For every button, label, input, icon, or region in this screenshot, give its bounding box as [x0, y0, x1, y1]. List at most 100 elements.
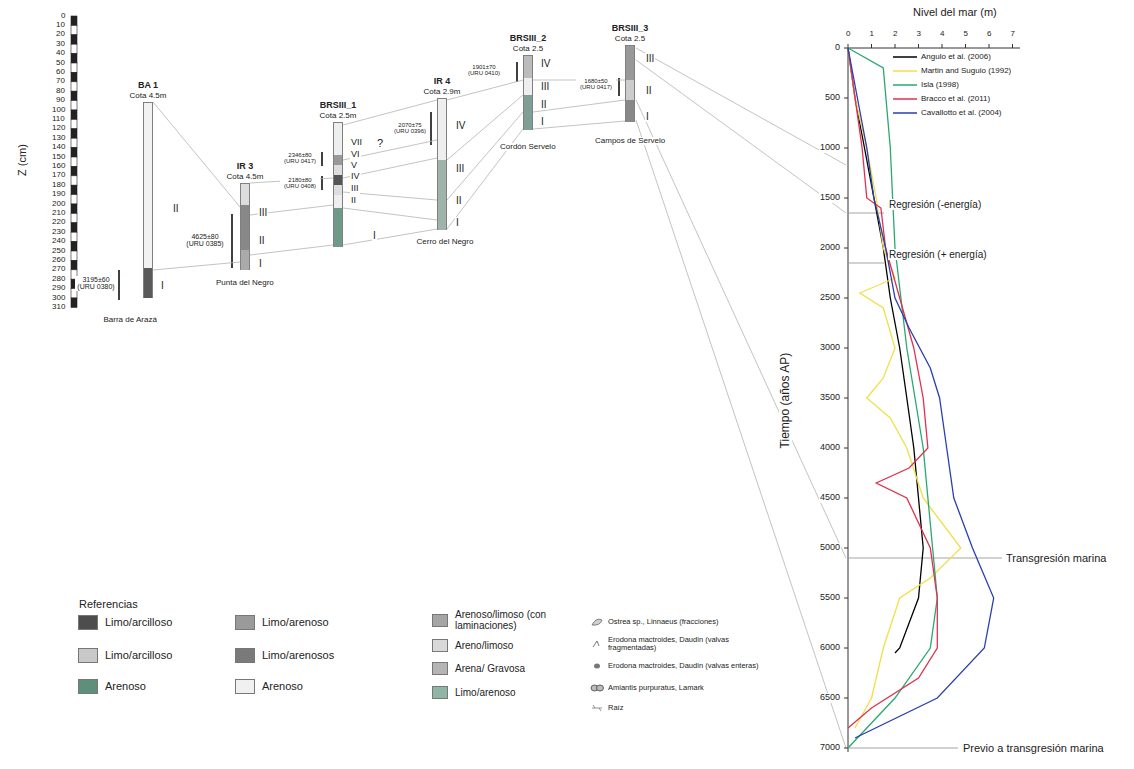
legend-line [893, 112, 917, 114]
axis-tick [942, 44, 943, 48]
axis-tick-label: 2000 [819, 243, 841, 253]
lithology-unit [144, 103, 152, 269]
depth-tick: 30 [55, 40, 66, 49]
axis-tick-label: 3500 [819, 393, 841, 403]
legend-line-sample [893, 54, 917, 60]
depth-tick: 310 [51, 303, 66, 312]
sample-bar [516, 62, 518, 82]
lithology-unit [334, 195, 342, 208]
unit-number: I [455, 217, 460, 228]
unit-number: III [350, 184, 360, 194]
sea-level-curve [848, 48, 961, 728]
site-name: Campos de Servelo [594, 137, 666, 146]
ruler-segment [71, 54, 77, 63]
root-symbol [592, 705, 602, 711]
phase-label: Previo a transgresión marina [962, 742, 1105, 754]
core-column: IR 3Cota 4.5m [240, 183, 250, 270]
depth-tick: 200 [51, 200, 66, 209]
chart-axes [848, 48, 1020, 752]
radiocarbon-date: 1901±70 (URU 0410) [464, 64, 504, 77]
ruler-segment [71, 185, 77, 194]
depth-tick: 300 [51, 294, 66, 303]
ruler-segment [71, 119, 77, 128]
depth-tick: 20 [55, 30, 66, 39]
ruler-segment [71, 223, 77, 232]
axis-tick-label: 6500 [819, 693, 841, 703]
core-column: BA 1Cota 4.5m [143, 102, 153, 298]
axis-tick-label: 6 [986, 30, 992, 39]
axis-tick [844, 348, 848, 349]
legend-line-sample [893, 68, 917, 74]
depth-tick: 70 [55, 77, 66, 86]
legend-text: Erodona mactroides, Daudin (valvas enter… [607, 662, 760, 670]
lithology-unit [438, 99, 446, 161]
sea-level-curve [848, 48, 994, 738]
unit-number: I [160, 280, 165, 291]
unit-number: III [645, 53, 655, 64]
depth-tick: 120 [51, 124, 66, 133]
unit-number: IV [350, 172, 361, 182]
unit-number: II [540, 99, 548, 110]
shell-symbol [592, 619, 602, 625]
unit-number: I [372, 230, 377, 241]
legend-swatch [432, 614, 448, 627]
lithology-unit [241, 205, 249, 250]
unit-number: III [540, 81, 550, 92]
axis-tick [1012, 44, 1013, 48]
ruler-segment [71, 110, 77, 119]
legend-text: Areno/limoso [454, 640, 514, 651]
depth-tick: 140 [51, 143, 66, 152]
legend-line-sample [893, 96, 917, 102]
axis-tick-label: 4000 [819, 443, 841, 453]
shell-symbol [593, 641, 599, 647]
sample-bar [231, 214, 233, 268]
ruler-segment [71, 101, 77, 110]
lithology-unit [241, 184, 249, 206]
ruler-segment [71, 72, 77, 81]
query-mark: ? [376, 137, 384, 149]
axis-tick [844, 698, 848, 699]
core-column: BRSIII_1Cota 2.5m [333, 122, 343, 247]
axis-tick-label: 4 [939, 30, 945, 39]
correlation-line [533, 121, 625, 129]
axis-title: Z (cm) [16, 143, 28, 177]
leader-line [636, 120, 846, 748]
date-bars [119, 62, 619, 300]
depth-tick: 220 [51, 218, 66, 227]
depth-tick: 50 [55, 59, 66, 68]
phase-line [848, 263, 884, 264]
legend-text: Isla (1998) [920, 81, 960, 90]
axis-tick-label: 2 [892, 30, 898, 39]
correlation-line [153, 262, 240, 270]
legend-swatch [78, 615, 98, 630]
ruler-segment [71, 63, 77, 72]
shell-symbol [597, 685, 604, 691]
leader-line [636, 100, 846, 558]
ruler-segment [71, 129, 77, 138]
depth-ruler [71, 16, 77, 307]
axis-tick [844, 98, 848, 99]
axis-tick-label: 3 [916, 30, 922, 39]
ruler-segment [71, 176, 77, 185]
ruler-segment [71, 35, 77, 44]
unit-number: II [350, 196, 357, 206]
core-column: IR 4Cota 2.9m [437, 98, 447, 230]
depth-tick: 290 [51, 284, 66, 293]
depth-tick: 210 [51, 209, 66, 218]
unit-number: II [258, 235, 266, 246]
depth-tick: 80 [55, 87, 66, 96]
site-name: Punta del Negro [215, 279, 275, 288]
ruler-segment [71, 298, 77, 307]
depth-tick: 40 [55, 49, 66, 58]
axis-tick [844, 148, 848, 149]
unit-number: I [258, 258, 263, 269]
axis-tick-label: 4500 [819, 493, 841, 503]
radiocarbon-date: 4625±80 (URU 0385) [184, 233, 226, 248]
ruler-segment [71, 82, 77, 91]
legend-line [893, 70, 917, 72]
axis-tick-label: 6000 [819, 643, 841, 653]
lithology-unit [626, 100, 634, 122]
depth-tick: 190 [51, 190, 66, 199]
lithology-unit [241, 250, 249, 270]
legend-text: Arena/ Gravosa [454, 663, 526, 674]
